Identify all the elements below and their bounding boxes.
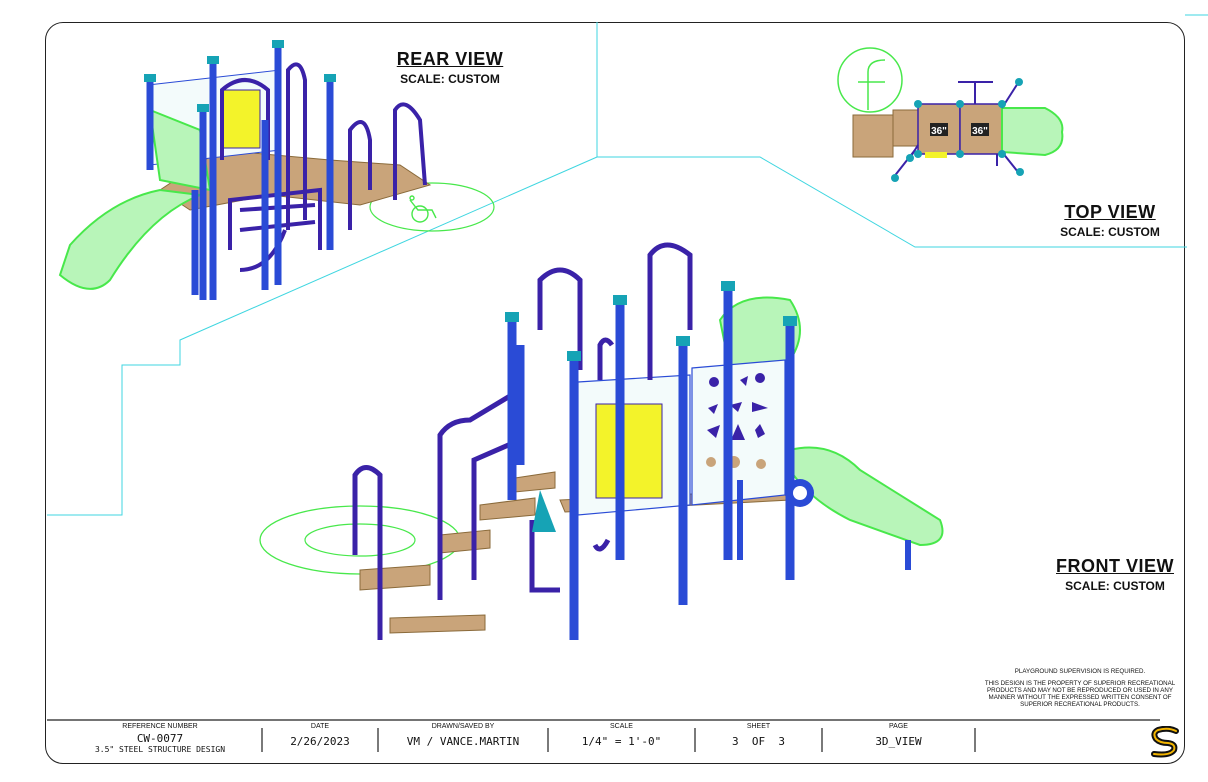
top-view-title: TOP VIEW SCALE: CUSTOM	[1045, 202, 1175, 239]
date-label: DATE	[310, 723, 330, 730]
date-value: 2/26/2023	[290, 735, 350, 748]
rear-view-title: REAR VIEW SCALE: CUSTOM	[380, 49, 520, 86]
drawing-notes: PLAYGROUND SUPERVISION IS REQUIRED. THIS…	[980, 668, 1180, 713]
front-talk-tube	[532, 490, 556, 532]
reference-label: REFERENCE NUMBER	[122, 723, 198, 730]
rear-view-drawing	[58, 40, 495, 300]
rear-double-slide	[58, 188, 201, 290]
title-block-lines	[47, 719, 1160, 752]
front-steering-wheel	[786, 479, 814, 507]
top-step	[892, 109, 919, 147]
top-logo-circle	[837, 47, 903, 113]
front-view-scale: SCALE: CUSTOM	[1065, 579, 1165, 593]
top-view-drawing: 36" 36"	[837, 47, 1064, 182]
top-slide	[1001, 107, 1064, 157]
front-view-drawing	[259, 242, 944, 640]
sheet-value: 3 OF 3	[732, 735, 785, 748]
title-block-page: PAGE 3D_VIEW	[822, 722, 975, 760]
drawn-value: VM / VANCE.MARTIN	[406, 735, 520, 748]
wheelchair-icon	[409, 195, 437, 223]
front-view-heading: FRONT VIEW	[1056, 556, 1174, 576]
scale-label: SCALE	[610, 723, 633, 730]
title-block-scale: SCALE 1/4" = 1'-0"	[548, 722, 695, 760]
scale-value: 1/4" = 1'-0"	[581, 735, 662, 748]
front-rock-climber	[595, 403, 663, 499]
rear-view-scale: SCALE: CUSTOM	[400, 72, 500, 86]
drawing-border	[45, 22, 1185, 764]
page-label: PAGE	[889, 723, 908, 730]
reference-description: 3.5" STEEL STRUCTURE DESIGN	[94, 745, 226, 754]
rear-climber	[221, 89, 261, 149]
top-ramp	[852, 114, 894, 158]
front-rails	[352, 242, 693, 640]
rear-posts	[146, 46, 334, 300]
rear-deck	[159, 149, 432, 211]
front-post-caps	[505, 281, 797, 361]
title-block-sheet: SHEET 3 OF 3	[695, 722, 822, 760]
top-deck-1-height: 36"	[931, 126, 947, 137]
rear-view-heading: REAR VIEW	[396, 49, 504, 69]
page-value: 3D_VIEW	[875, 735, 922, 748]
front-ramp-pad	[259, 505, 461, 575]
view-divider-lines	[47, 14, 1208, 516]
top-view-scale: SCALE: CUSTOM	[1060, 225, 1160, 239]
top-deck-2-label-bg	[971, 123, 989, 136]
title-block-date: DATE 2/26/2023	[262, 722, 378, 760]
top-post-caps	[891, 78, 1024, 182]
superior-logo-icon	[1151, 726, 1179, 758]
rear-post-caps	[144, 40, 336, 112]
front-posts	[507, 290, 795, 640]
reference-number: CW-0077	[136, 732, 184, 745]
title-block-drawn: DRAWN/SAVED BY VM / VANCE.MARTIN	[378, 722, 548, 760]
top-deck-2-height: 36"	[972, 126, 988, 137]
sheet-label: SHEET	[746, 723, 771, 730]
front-panel-shapes	[706, 373, 768, 469]
rear-ramp-pad	[369, 182, 495, 232]
top-deck-1-label-bg	[930, 123, 948, 136]
title-block-reference: REFERENCE NUMBER CW-0077 3.5" STEEL STRU…	[60, 722, 260, 760]
supervision-note: PLAYGROUND SUPERVISION IS REQUIRED.	[1014, 668, 1146, 675]
top-view-heading: TOP VIEW	[1064, 202, 1156, 222]
drawn-label: DRAWN/SAVED BY	[431, 723, 495, 730]
front-view-title: FRONT VIEW SCALE: CUSTOM	[1045, 556, 1185, 593]
top-climber	[925, 152, 947, 158]
property-note: THIS DESIGN IS THE PROPERTY OF SUPERIOR …	[984, 680, 1176, 708]
